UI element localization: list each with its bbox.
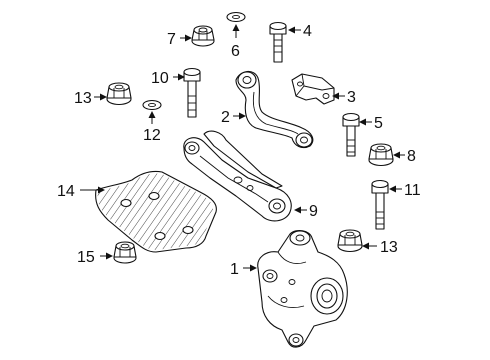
callout-5: 5 — [374, 115, 383, 132]
part-15-flange-nut — [113, 241, 137, 264]
callout-3: 3 — [347, 89, 356, 106]
part-11-bolt — [371, 179, 389, 230]
callout-numbers: 7 6 4 10 13 12 2 3 5 8 9 11 14 13 15 1 — [57, 23, 421, 278]
callout-2: 2 — [221, 109, 230, 126]
part-8-flange-nut — [368, 143, 394, 167]
callout-6: 6 — [231, 43, 240, 60]
callout-4: 4 — [303, 23, 312, 40]
callout-13-upper: 13 — [74, 90, 92, 107]
part-10-bolt — [183, 67, 201, 118]
part-5-bolt — [342, 112, 360, 157]
callout-9: 9 — [309, 203, 318, 220]
callout-12: 12 — [143, 127, 161, 144]
callout-13-lower: 13 — [380, 239, 398, 256]
callout-7: 7 — [167, 31, 176, 48]
part-13-flange-nut-lower — [337, 229, 363, 253]
part-13-flange-nut-upper — [106, 82, 132, 106]
callout-14: 14 — [57, 183, 75, 200]
callout-8: 8 — [407, 148, 416, 165]
part-3-bracket — [291, 73, 335, 105]
part-9-lower-control-arm — [183, 130, 292, 222]
leader-lines — [80, 24, 405, 272]
part-4-bolt — [269, 21, 287, 63]
part-12-washer — [142, 99, 162, 111]
part-7-flange-nut — [191, 25, 215, 47]
callout-15: 15 — [77, 249, 95, 266]
callout-1: 1 — [230, 261, 239, 278]
part-2-upper-control-arm — [235, 70, 314, 149]
callout-10: 10 — [151, 70, 169, 87]
callout-11: 11 — [404, 182, 421, 199]
part-1-knuckle — [257, 229, 348, 348]
part-14-underbody-shield — [95, 170, 217, 253]
part-6-washer — [226, 11, 246, 23]
